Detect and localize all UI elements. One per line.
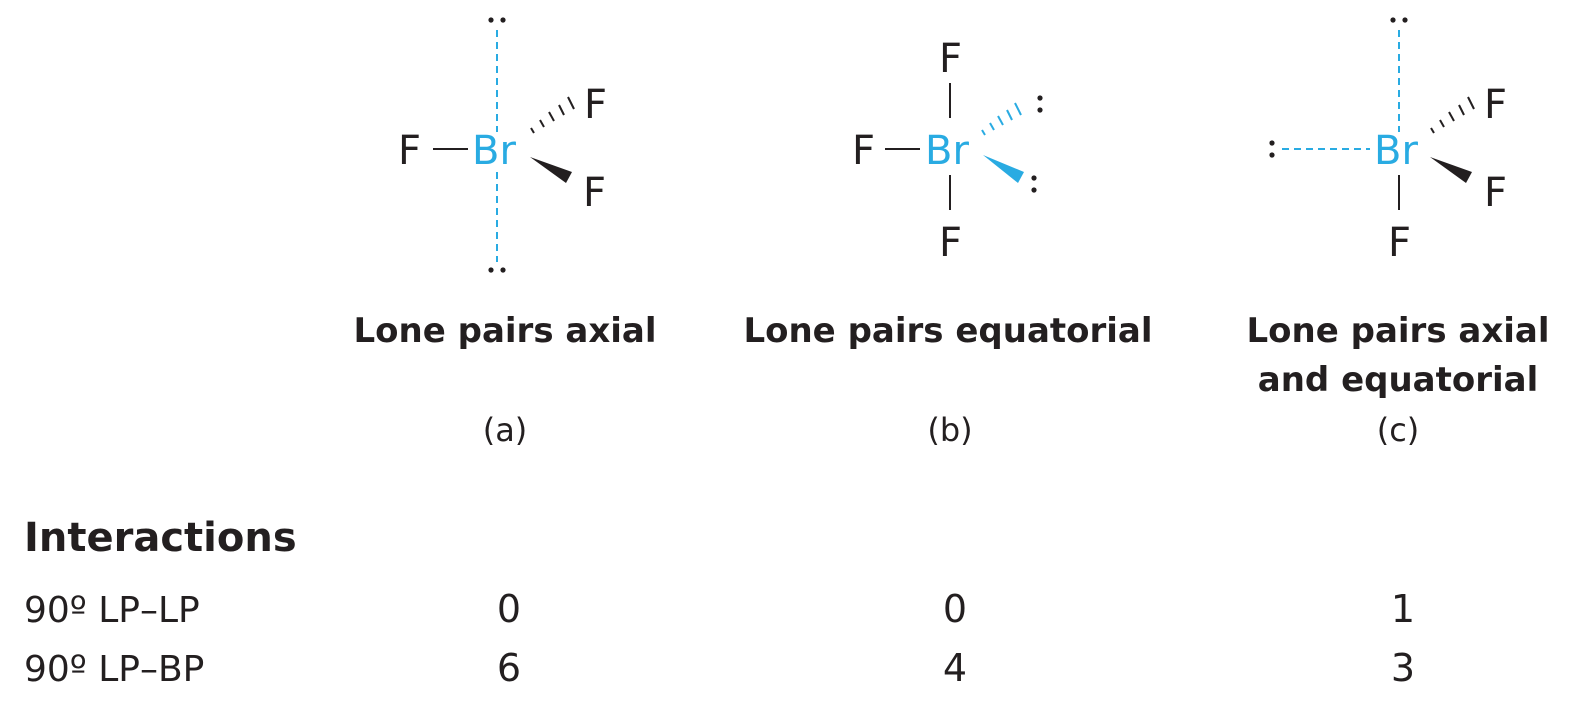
molecule-c: Br F F F Lone pairs axial and equatorial… — [1246, 17, 1550, 449]
atom-f-upper-right: F — [1484, 82, 1507, 128]
sublabel-b: (b) — [927, 411, 972, 449]
hashed-bond-upper-right — [530, 96, 575, 134]
atom-f-bottom: F — [939, 220, 962, 266]
sublabel-a: (a) — [483, 411, 528, 449]
atom-br-central: Br — [472, 128, 516, 174]
atom-f-top: F — [939, 36, 962, 82]
cell-c: 3 — [1391, 646, 1415, 690]
table-heading: Interactions — [24, 515, 297, 561]
cell-a: 0 — [497, 587, 521, 631]
lone-pair-top — [488, 17, 506, 23]
table-row: 90º LP–BP 6 4 3 — [24, 646, 1415, 690]
sublabel-c: (c) — [1377, 411, 1420, 449]
caption-c-line2: and equatorial — [1258, 360, 1539, 400]
lone-pair-left — [1269, 140, 1275, 158]
lone-pair-top — [1390, 17, 1408, 23]
hashed-bond-upper-right — [1430, 96, 1475, 134]
wedge-bond-lower-right — [1430, 157, 1472, 183]
cell-c: 1 — [1391, 587, 1415, 631]
lone-pair-lower-right — [1031, 175, 1037, 193]
caption-a: Lone pairs axial — [353, 311, 656, 351]
atom-f-lower-right: F — [1484, 170, 1507, 216]
lone-pair-bottom — [488, 267, 506, 273]
wedge-lone-pair-bond-lower-right — [983, 155, 1024, 183]
atom-f-upper-right: F — [584, 82, 607, 128]
hashed-lone-pair-bond-upper-right — [981, 102, 1022, 136]
caption-c-line1: Lone pairs axial — [1246, 311, 1549, 351]
interactions-table: Interactions 90º LP–LP 0 0 1 90º LP–BP 6… — [24, 515, 1415, 690]
caption-b: Lone pairs equatorial — [743, 311, 1152, 351]
cell-b: 0 — [943, 587, 967, 631]
lone-pair-upper-right — [1037, 95, 1043, 113]
cell-a: 6 — [497, 646, 521, 690]
molecule-b: F F Br F Lone pairs equatorial (b) — [743, 36, 1152, 449]
row-label: 90º LP–BP — [24, 649, 204, 690]
molecule-a: F Br F F Lone pairs axial (a) — [353, 17, 657, 449]
atom-f-left: F — [852, 128, 875, 174]
atom-f-left: F — [398, 128, 421, 174]
atom-f-lower-right: F — [583, 170, 606, 216]
atom-br-central: Br — [925, 128, 969, 174]
atom-f-bottom: F — [1388, 220, 1411, 266]
table-row: 90º LP–LP 0 0 1 — [24, 587, 1415, 631]
cell-b: 4 — [943, 646, 967, 690]
row-label: 90º LP–LP — [24, 590, 200, 631]
atom-br-central: Br — [1374, 128, 1418, 174]
wedge-bond-lower-right — [530, 157, 572, 183]
